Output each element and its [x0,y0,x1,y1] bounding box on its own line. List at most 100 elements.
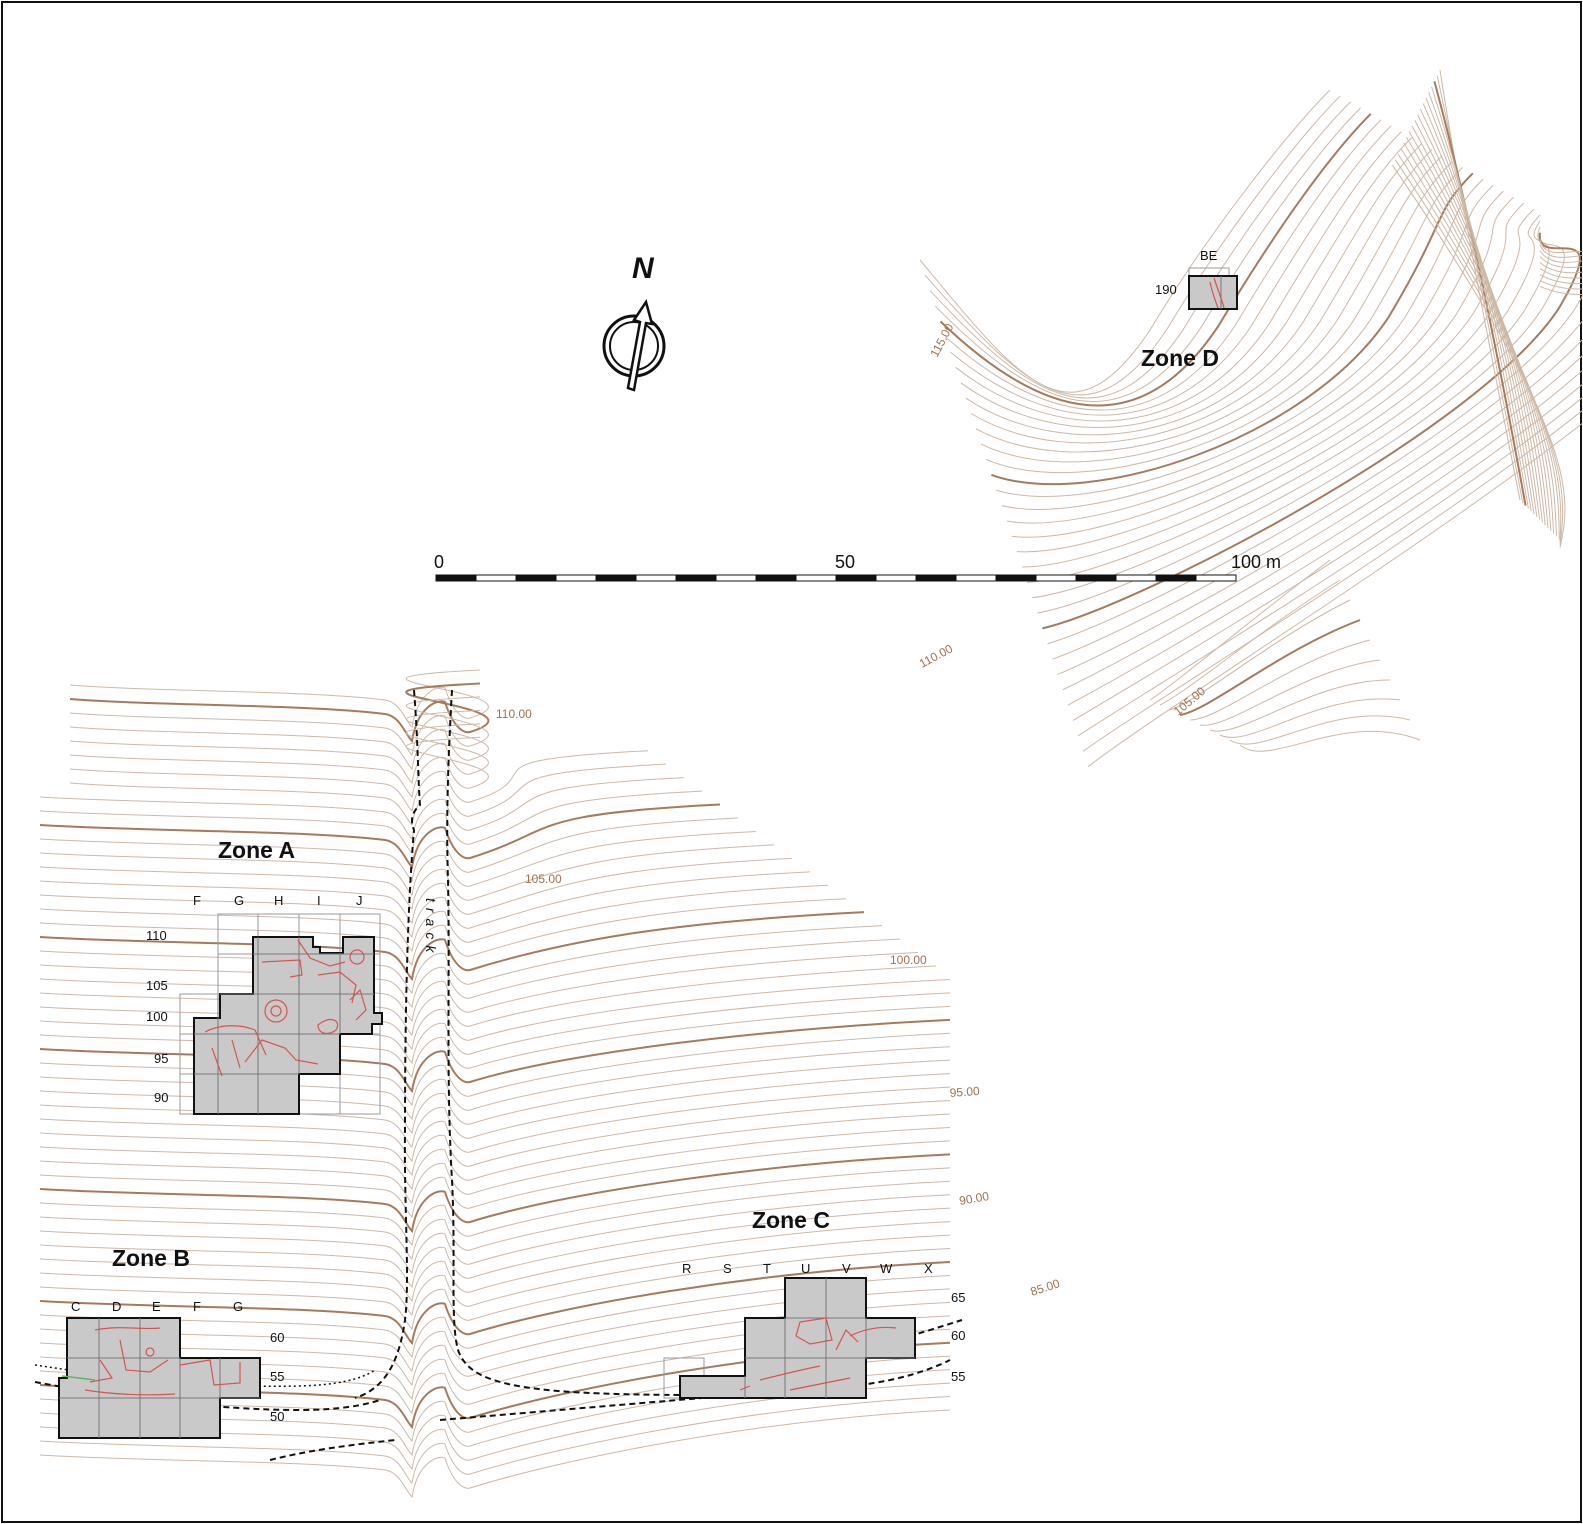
contour-label: 110.00 [496,707,532,721]
major-contour [991,172,1474,486]
minor-contour [69,750,649,813]
minor-contour [39,1315,951,1401]
minor-contour [924,95,1341,396]
contour-label: 105.00 [525,872,562,886]
scale-bar-segment [555,574,597,582]
minor-contour [950,125,1392,416]
minor-contour [39,1288,951,1373]
minor-contour [1209,679,1391,732]
zone-b-col-label: F [193,1299,201,1314]
minor-contour [1189,639,1371,721]
zone-c-col-label: X [924,1261,933,1276]
minor-contour [1062,256,1583,691]
minor-contour [39,777,685,841]
minor-contour [1047,238,1583,645]
scale-label-0: 0 [434,552,444,572]
minor-contour [934,107,1361,402]
zone-a-col-label: J [356,893,363,908]
minor-contour [1239,730,1421,752]
minor-contour [986,166,1463,474]
scale-bar-segment [435,574,477,582]
minor-contour [39,1382,951,1471]
major-contour [39,1018,951,1094]
zone-b-col-label: E [152,1299,161,1314]
minor-contour [39,1180,951,1261]
contour-label: 90.00 [958,1189,990,1208]
minor-contour [1052,244,1583,660]
scale-bar-segments [435,574,1237,582]
zone-c-col-label: S [723,1261,732,1276]
minor-contour [39,1086,951,1163]
scale-bar-segment [875,574,917,582]
zone-a-title: Zone A [218,837,295,863]
minor-contour [39,1396,951,1485]
minor-contour [39,1207,951,1289]
contour-label: 85.00 [1029,1276,1062,1299]
minor-contour [39,1140,951,1219]
scale-bar-segment [755,574,797,582]
zone-b-row-label: 60 [270,1330,284,1345]
minor-contour [39,1355,951,1443]
zone-d-title: Zone D [1141,345,1219,371]
zone-a-row-label: 110 [146,928,167,943]
major-contour [39,1261,951,1346]
zone-c-col-label: U [801,1261,810,1276]
north-arrow-icon [602,299,666,392]
minor-contour [1001,184,1494,510]
scale-bar-segment [1155,574,1197,582]
zone-a-col-label: H [274,893,283,908]
zone-b-title: Zone B [112,1245,190,1271]
zone-b-col-label: C [71,1299,80,1314]
scale-bar-segment [515,574,557,582]
minor-contour [1082,279,1583,752]
scale-label-50: 50 [835,552,855,572]
minor-contour [1411,125,1549,529]
major-contour [1433,80,1527,506]
zone-c: Zone C R S T U V W X 65 60 55 [663,1207,965,1399]
track-label: track [423,898,439,958]
major-contour [939,113,1372,407]
zone-a-row-label: 105 [146,978,168,993]
zone-c-col-label: R [682,1261,691,1276]
zone-c-col-label: V [842,1261,851,1276]
major-contour [39,1341,951,1430]
minor-contour [39,1248,951,1331]
zone-b-inner-grid [59,1318,260,1438]
minor-contour [39,1194,951,1275]
minor-contour [39,1167,951,1247]
minor-contour [929,101,1351,399]
major-contour [39,911,865,982]
minor-contour [69,763,667,827]
scale-bar-segment [995,574,1037,582]
minor-contour [1229,715,1411,745]
minor-contour [39,1100,951,1177]
zone-b: Zone B C D E F G 60 55 50 [58,1245,284,1439]
minor-contour [39,1234,951,1317]
scale-bar: 0 50 100 m [434,552,1281,582]
zone-d-col-label: BE [1200,248,1218,263]
minor-contour [1403,142,1557,537]
zone-b-features [61,1327,241,1396]
scale-bar-segment [1115,574,1157,582]
minor-contour [39,817,739,883]
zone-a-features [204,939,367,1077]
minor-contour [39,1221,951,1303]
zone-b-col-label: G [233,1299,243,1314]
major-contour [1179,619,1361,716]
zone-c-features [739,1317,897,1391]
minor-contour [1199,659,1381,726]
minor-contour [975,155,1443,453]
zone-b-col-label: D [112,1299,121,1314]
minor-contour [960,137,1412,428]
major-contour [1042,232,1581,630]
scale-bar-segment [835,574,877,582]
zone-c-row-label: 55 [951,1369,965,1384]
north-arrow: N [602,252,666,392]
minor-contour [1391,164,1566,548]
minor-contour [1400,148,1560,540]
minor-contour [39,938,901,1009]
zone-a-trench [193,936,383,1115]
zone-d: Zone D BE 190 [1141,248,1238,371]
minor-contour [69,696,489,757]
